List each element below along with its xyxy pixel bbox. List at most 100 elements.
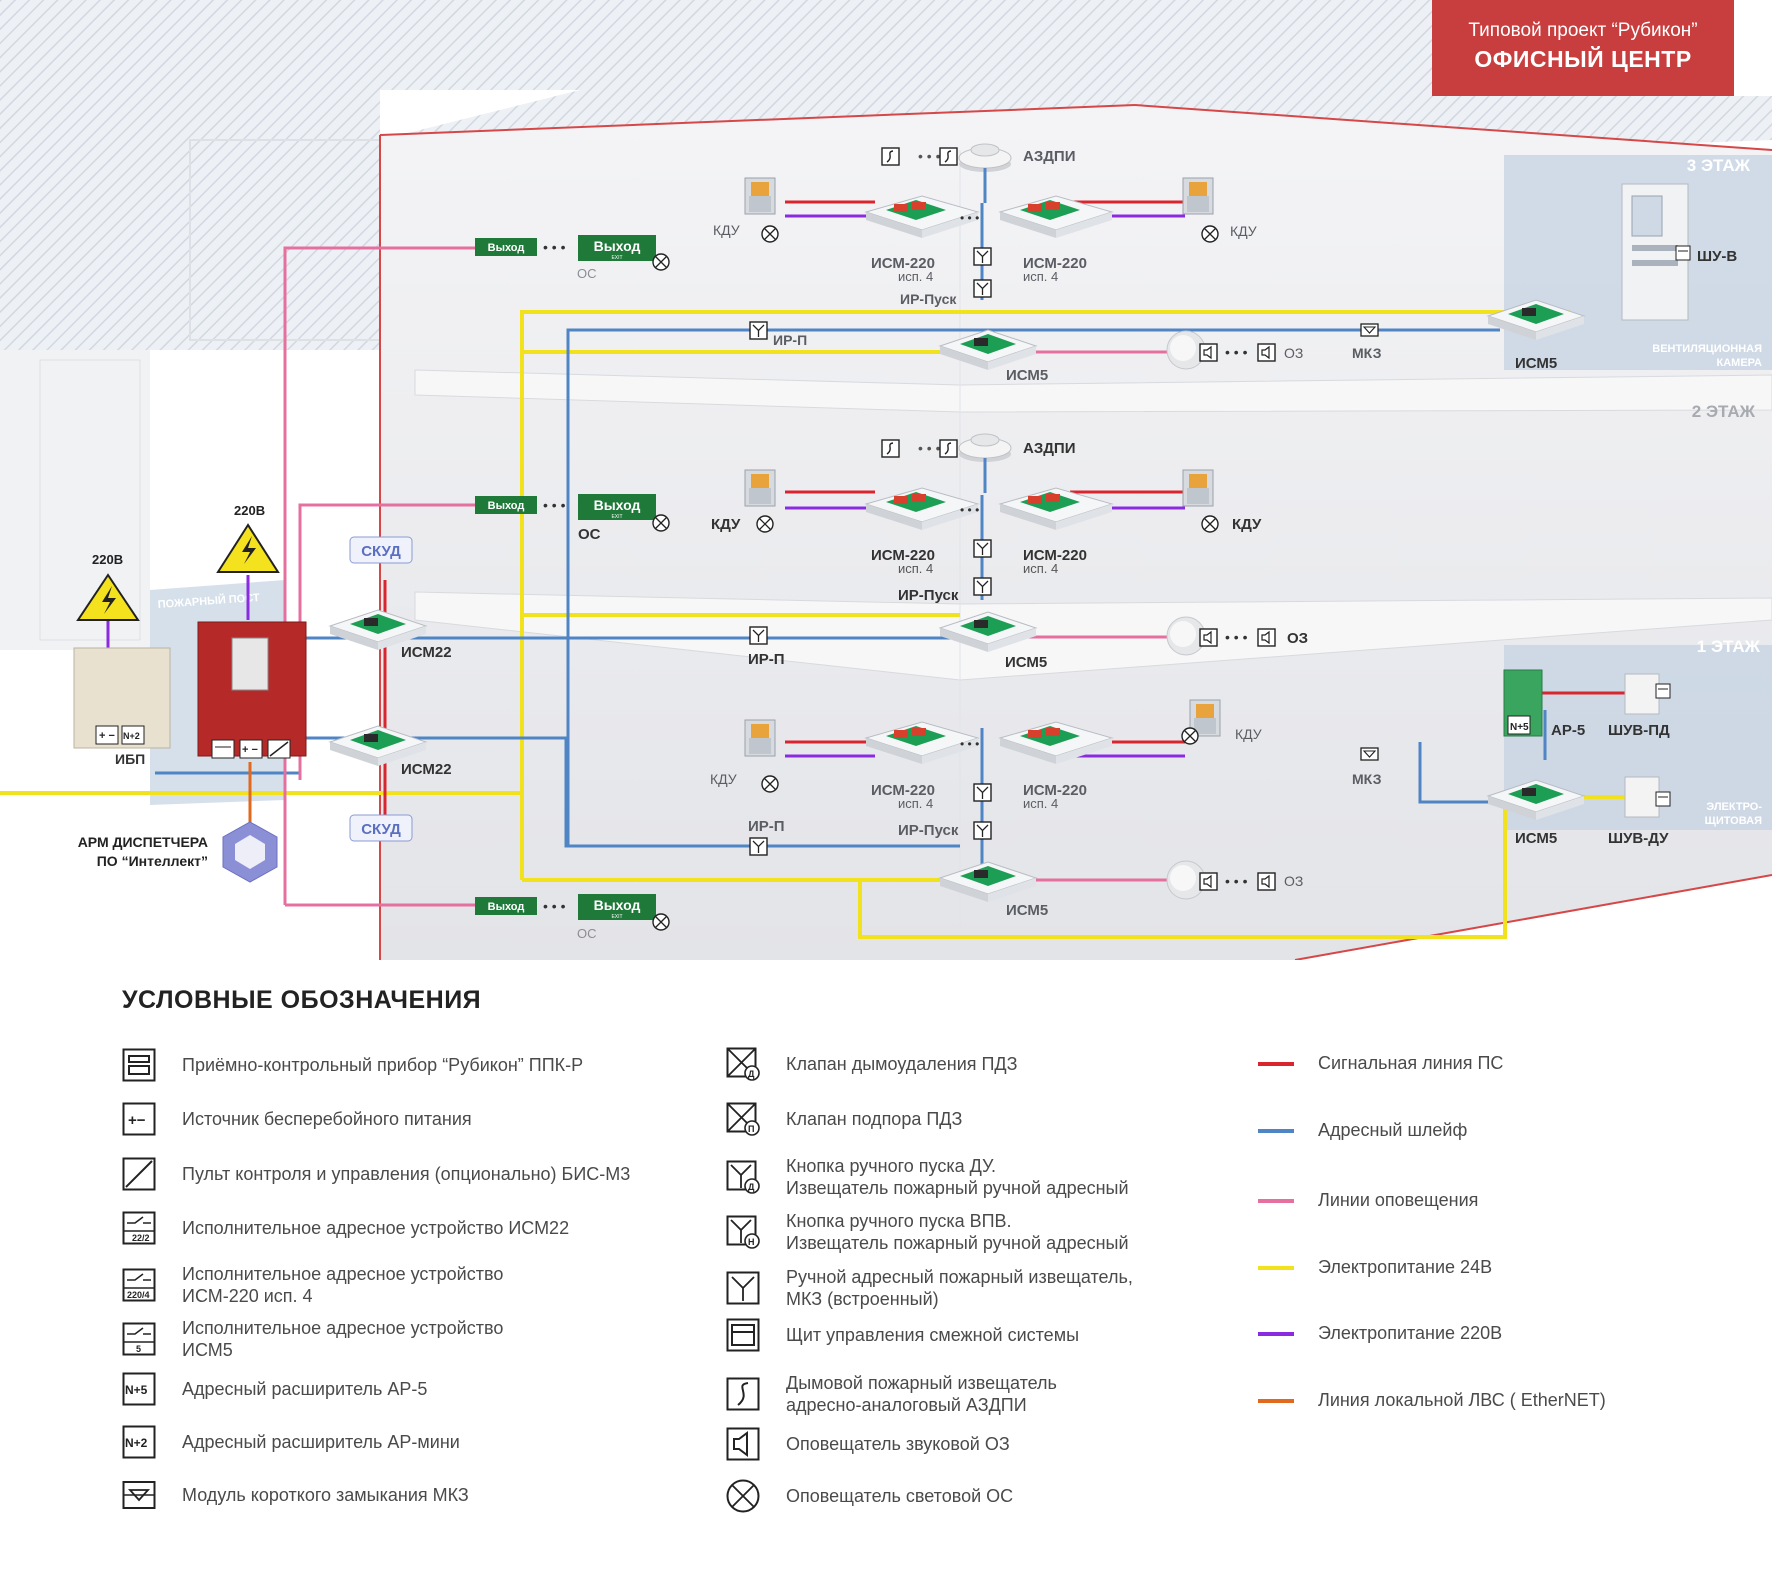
svg-text:5: 5 xyxy=(136,1344,141,1354)
line-swatch xyxy=(1258,1398,1294,1403)
building-scheme: Выход Выход EXIT xyxy=(0,0,1772,960)
legend-item-manual-vpv: Н Кнопка ручного пуска ВПВ.Извещатель по… xyxy=(726,1210,1129,1254)
azdpi-label-f3: АЗДПИ xyxy=(1023,148,1075,165)
azdpi-label-f2: АЗДПИ xyxy=(1023,440,1075,457)
shu-du-label: ШУВ-ДУ xyxy=(1608,830,1669,847)
kdu-label-f3-right: КДУ xyxy=(1230,223,1257,239)
svg-text:• • •: • • • xyxy=(960,211,979,225)
vent-room-label-1: ВЕНТИЛЯЦИОННАЯ xyxy=(1652,343,1762,355)
line-legend-text: Электропитание 24В xyxy=(1318,1257,1493,1277)
ap5-icon: N+5 xyxy=(122,1372,156,1406)
os-label-f3: ОС xyxy=(577,266,597,281)
supply-valve-icon: П xyxy=(726,1102,760,1136)
isp4-label-f3-right: исп. 4 xyxy=(1023,269,1058,284)
banner-subtitle: Типовой проект “Рубикон” xyxy=(1468,20,1698,41)
mkz-icon xyxy=(122,1481,156,1509)
ups-icon: +− xyxy=(122,1102,156,1136)
legend-item-panel: Приёмно-контрольный прибор “Рубикон” ППК… xyxy=(122,1048,583,1082)
svg-text:• • •: • • • xyxy=(960,737,979,751)
legend-text: Извещатель пожарный ручной адресный xyxy=(786,1178,1129,1198)
ir-pusk-label-f1: ИР-Пуск xyxy=(898,822,959,839)
oz-label-f1: ОЗ xyxy=(1284,873,1303,889)
fire-post-equipment: 220В 220В + − N+2 ИБП + − ИСМ22 ИСМ22 СК… xyxy=(73,503,452,883)
electro-room-label-1: ЭЛЕКТРО- xyxy=(1706,801,1762,813)
line-swatch xyxy=(1258,1061,1294,1066)
floor1-devices: КДУ • • • КДУ ИСМ-220 исп. 4 ИСМ-220 исп… xyxy=(475,669,1671,941)
legend-item-control-panel: Пульт контроля и управления (опционально… xyxy=(122,1157,630,1191)
legend-text: Кнопка ручного пуска ДУ. xyxy=(786,1156,997,1176)
svg-text:• • •: • • • xyxy=(960,503,979,517)
svg-text:• • •: • • • xyxy=(918,440,941,456)
ism220-icon: 220/4 xyxy=(122,1268,156,1302)
svg-text:220/4: 220/4 xyxy=(127,1290,150,1300)
ism22-label-bottom: ИСМ22 xyxy=(401,761,452,778)
oz-label-f3: ОЗ xyxy=(1284,345,1303,361)
shu-v-label: ШУ-В xyxy=(1697,248,1737,265)
manual-call-icon xyxy=(726,1271,760,1305)
legend-text: Пульт контроля и управления (опционально… xyxy=(182,1164,631,1184)
svg-text:+ −: + − xyxy=(242,744,258,756)
floor-label-2: 2 ЭТАЖ xyxy=(1692,402,1756,421)
mkz-label-f1: МКЗ xyxy=(1352,771,1382,787)
legend-text: Клапан подпора ПДЗ xyxy=(786,1109,963,1129)
ism220-label-f2-right: ИСМ-220 xyxy=(1023,547,1087,564)
ism220-label-f1-right: ИСМ-220 xyxy=(1023,782,1087,799)
oz-label-f2: ОЗ xyxy=(1287,630,1308,647)
power24-lines xyxy=(0,310,1635,939)
arm-label-1: АРМ ДИСПЕТЧЕРА xyxy=(78,834,208,850)
legend-item-strobe: Оповещатель световой ОС xyxy=(726,1479,1013,1513)
ism5-label-f1: ИСМ5 xyxy=(1006,902,1048,919)
line-legend-lan: Линия локальной ЛВС ( EtherNET) xyxy=(1258,1390,1606,1411)
skud-badge-bottom xyxy=(349,814,413,842)
line-swatch xyxy=(1258,1128,1294,1133)
legend-item-sounder: Оповещатель звуковой ОЗ xyxy=(726,1427,1010,1461)
ism220-label-f1-left: ИСМ-220 xyxy=(871,782,935,799)
svg-text:• • •: • • • xyxy=(1225,873,1248,889)
ism220-label-f2-left: ИСМ-220 xyxy=(871,547,935,564)
svg-text:N+2: N+2 xyxy=(125,1436,148,1450)
voltage-label-left: 220В xyxy=(92,552,123,567)
svg-text:+ −: + − xyxy=(99,730,115,742)
legend-item-ups: +− Источник бесперебойного питания xyxy=(122,1102,472,1136)
os-label-f2: ОС xyxy=(578,526,601,543)
svg-text:• • •: • • • xyxy=(543,239,566,255)
legend-text: Кнопка ручного пуска ВПВ. xyxy=(786,1211,1012,1231)
mkz-label-f3: МКЗ xyxy=(1352,345,1382,361)
legend-text: Оповещатель звуковой ОЗ xyxy=(786,1434,1010,1454)
ism5-label-vent: ИСМ5 xyxy=(1515,355,1557,372)
ap5-label: АР-5 xyxy=(1551,722,1585,739)
floor-label-1: 1 ЭТАЖ xyxy=(1697,637,1761,656)
ism5-label-f3: ИСМ5 xyxy=(1006,367,1048,384)
legend-text: адресно-аналоговый АЗДПИ xyxy=(786,1395,1027,1415)
os-label-f1: ОС xyxy=(577,926,597,941)
smoke-detector-icon xyxy=(726,1377,760,1411)
isp4-label-f2-right: исп. 4 xyxy=(1023,561,1058,576)
legend-item-manual-du: Д Кнопка ручного пуска ДУ.Извещатель пож… xyxy=(726,1155,1129,1199)
kdu-label-f3-left: КДУ xyxy=(713,222,740,238)
kdu-label-f2-right: КДУ xyxy=(1232,516,1262,533)
svg-text:• • •: • • • xyxy=(1225,344,1248,360)
ism22-label-top: ИСМ22 xyxy=(401,644,452,661)
legend-text: МКЗ (встроенный) xyxy=(786,1289,939,1309)
skud-label-bottom: СКУД xyxy=(361,821,401,838)
legend-item-smoke-valve: Д Клапан дымоудаления ПДЗ xyxy=(726,1047,1018,1081)
legend-text: Адресный расширитель АР-мини xyxy=(182,1432,460,1452)
svg-text:N+5: N+5 xyxy=(125,1383,148,1397)
floor3-devices: • • • АЗДПИ КДУ • • • КДУ ИСМ-220 исп. 4… xyxy=(475,143,1737,384)
voltage-label-right: 220В xyxy=(234,503,265,518)
floor-label-3: 3 ЭТАЖ xyxy=(1687,156,1751,175)
svg-text:N+5: N+5 xyxy=(1510,722,1529,733)
banner-title: ОФИСНЫЙ ЦЕНТР xyxy=(1474,46,1692,72)
ir-p-label-f2: ИР-П xyxy=(748,651,785,668)
ism5-icon: 5 xyxy=(122,1322,156,1356)
ir-pusk-label-f3: ИР-Пуск xyxy=(900,291,957,307)
shu-pd-cabinet xyxy=(1624,673,1660,715)
isp4-label-f3-left: исп. 4 xyxy=(898,269,933,284)
arm-label-2: ПО “Интеллект” xyxy=(97,853,208,869)
legend-text: Адресный расширитель АР-5 xyxy=(182,1379,428,1399)
kdu-label-f1-right: КДУ xyxy=(1235,726,1262,742)
line-legend-text: Сигнальная линия ПС xyxy=(1318,1053,1504,1073)
svg-text:N+2: N+2 xyxy=(123,731,140,741)
